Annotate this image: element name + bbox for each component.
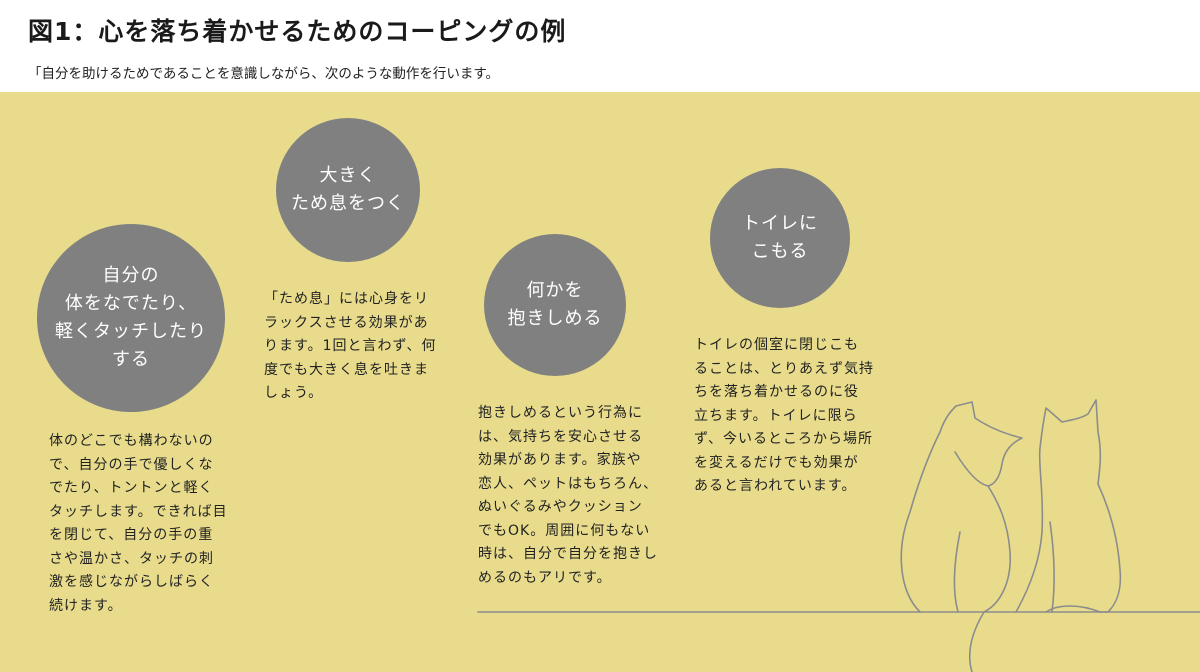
coping-description-4: トイレの個室に閉じこも ることは、とりあえず気持 ちを落ち着かせるのに役 立ちま… [694, 337, 874, 494]
cat-right-legs [1049, 521, 1055, 613]
cat-left-legs [953, 531, 961, 613]
coping-circle-1: 自分の 体をなでたり、 軽くタッチしたり する [37, 224, 225, 412]
coping-circle-4: トイレに こもる [710, 168, 850, 308]
coping-circle-2: 大きく ため息をつく [276, 118, 420, 262]
page-title: 図1：心を落ち着かせるためのコーピングの例 [28, 17, 567, 46]
cat-right-outline [1015, 399, 1122, 613]
coping-circle-3: 何かを 抱きしめる [484, 234, 626, 376]
cat-left-neck [954, 451, 989, 487]
page-subtitle: 「自分を助けるためであることを意識しながら、次のような動作を行います。 [28, 66, 500, 82]
cat-left-outline [900, 401, 1023, 672]
coping-description-2: 「ため息」には心身をリ ラックスさせる効果があ ります。1回と言わず、何 度でも… [264, 291, 437, 401]
cats-line-illustration [477, 399, 1200, 672]
cat-right-tail [1045, 605, 1101, 613]
header: 図1：心を落ち着かせるためのコーピングの例 「自分を助けるためであることを意識し… [0, 0, 1200, 92]
content-panel: 自分の 体をなでたり、 軽くタッチしたり する 大きく ため息をつく 何かを 抱… [0, 92, 1200, 672]
coping-description-3: 抱きしめるという行為に は、気持ちを安心させる 効果があります。家族や 恋人、ペ… [478, 405, 658, 586]
coping-description-1: 体のどこでも構わないの で、自分の手で優しくな でたり、トントンと軽く タッチし… [49, 433, 228, 614]
